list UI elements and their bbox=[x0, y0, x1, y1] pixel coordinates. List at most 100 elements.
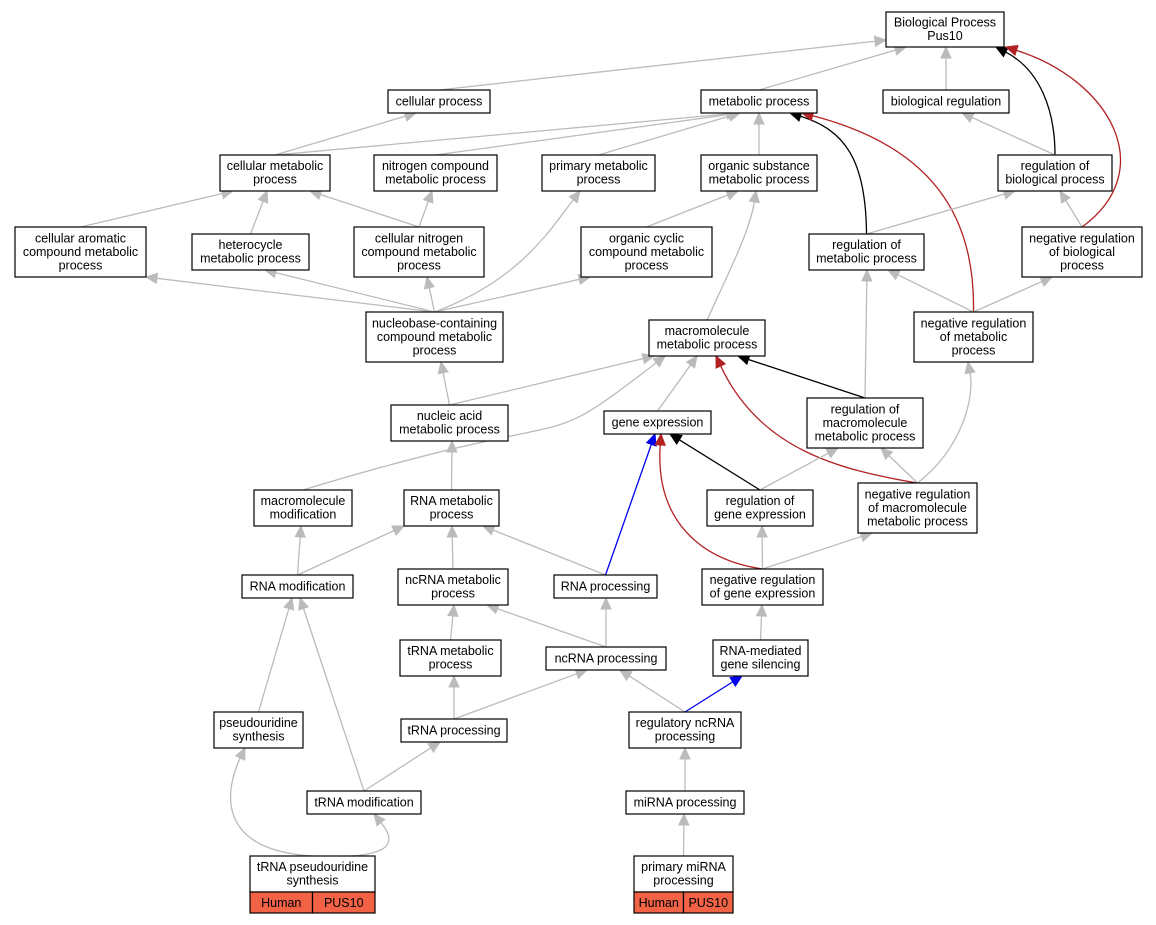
edge-line bbox=[363, 747, 432, 792]
go-term-biological-regulation[interactable]: biological regulation bbox=[882, 89, 1010, 114]
edge-line bbox=[800, 115, 868, 235]
edge-line bbox=[684, 681, 734, 713]
term-box bbox=[633, 855, 734, 893]
edge-arrowhead bbox=[1039, 276, 1054, 287]
edge-line bbox=[434, 199, 574, 313]
edge-line bbox=[442, 372, 451, 406]
go-term-cellular-process[interactable]: cellular process bbox=[387, 89, 491, 114]
edge-line bbox=[156, 277, 435, 313]
edge-arrowhead bbox=[668, 433, 683, 445]
term-label-line: macromolecule bbox=[261, 494, 346, 508]
edge-line bbox=[492, 529, 606, 576]
go-term-ncrna-processing[interactable]: ncRNA processing bbox=[545, 646, 667, 671]
go-term-trna-processing[interactable]: tRNA processing bbox=[400, 718, 508, 743]
edge-neg_reg_metabolic-to-neg_reg_bio bbox=[973, 276, 1054, 313]
term-label-line: process bbox=[59, 258, 103, 272]
term-label-line: gene expression bbox=[612, 415, 704, 429]
term-label-line: negative regulation bbox=[921, 316, 1027, 330]
term-label-line: biological regulation bbox=[891, 94, 1002, 108]
term-box bbox=[882, 89, 1010, 114]
term-box bbox=[700, 89, 818, 114]
edge-biological_regulation-to-bp bbox=[940, 45, 952, 90]
edge-arrowhead bbox=[880, 447, 894, 461]
edge-nucleobase-to-cellular_aromatic bbox=[144, 272, 435, 313]
go-term-rna-processing[interactable]: RNA processing bbox=[553, 574, 658, 599]
term-label-line: of gene expression bbox=[710, 587, 816, 601]
edge-trna_modification-to-rna_modification bbox=[298, 596, 365, 792]
edge-line bbox=[497, 608, 607, 648]
term-label-line: metabolic process bbox=[385, 173, 486, 187]
edge-line bbox=[449, 357, 644, 406]
edge-line bbox=[598, 115, 730, 156]
term-label-line: regulation of bbox=[832, 238, 901, 252]
edge-arrowhead bbox=[234, 746, 246, 761]
edge-line bbox=[762, 535, 862, 570]
term-box bbox=[580, 226, 713, 278]
go-term-rna-modification[interactable]: RNA modification bbox=[241, 574, 354, 599]
edge-line bbox=[257, 608, 290, 713]
edge-line bbox=[312, 822, 390, 858]
term-label-line: primary metabolic bbox=[549, 159, 648, 173]
go-term-metabolic-process[interactable]: metabolic process bbox=[700, 89, 818, 114]
term-box bbox=[403, 489, 500, 527]
term-box bbox=[625, 790, 745, 815]
edge-organic_cyclic-to-organic_substance bbox=[646, 189, 740, 228]
gene-tag bbox=[682, 891, 734, 914]
go-term-gene-expression[interactable]: gene expression bbox=[603, 410, 712, 435]
edge-rna_metabolic-to-nucleic_acid bbox=[446, 439, 458, 491]
go-term-trna-modification[interactable]: tRNA modification bbox=[306, 790, 422, 815]
term-label-line: negative regulation bbox=[865, 487, 971, 501]
term-label-line: process bbox=[625, 258, 669, 272]
edge-cellular_metabolic-to-metabolic_process bbox=[274, 108, 740, 156]
term-label-line: nitrogen compound bbox=[382, 159, 489, 173]
edge-neg_reg_metabolic-to-regulation_metabolic bbox=[886, 269, 974, 313]
go-term-mirna-processing[interactable]: miRNA processing bbox=[625, 790, 745, 815]
edge-arrowhead bbox=[685, 355, 698, 369]
edge-regulatory_ncrna-to-rna_silencing bbox=[684, 675, 744, 713]
edge-arrowhead bbox=[373, 813, 386, 827]
edge-line bbox=[897, 274, 974, 313]
edge-line bbox=[1065, 200, 1083, 228]
edge-rna_silencing-to-neg_reg_gene_expression bbox=[755, 603, 768, 641]
edge-reg_gene_expression-to-gene_expression bbox=[668, 433, 761, 491]
term-label-line: metabolic process bbox=[709, 94, 810, 108]
edge-line bbox=[812, 115, 975, 313]
term-label-line: regulatory ncRNA bbox=[636, 716, 735, 730]
term-box bbox=[387, 89, 491, 114]
edge-arrowhead bbox=[645, 432, 657, 447]
edge-arrowhead bbox=[756, 524, 768, 538]
term-label-line: gene expression bbox=[714, 508, 806, 522]
edge-arrowhead bbox=[618, 669, 633, 682]
edge-line bbox=[646, 194, 729, 228]
